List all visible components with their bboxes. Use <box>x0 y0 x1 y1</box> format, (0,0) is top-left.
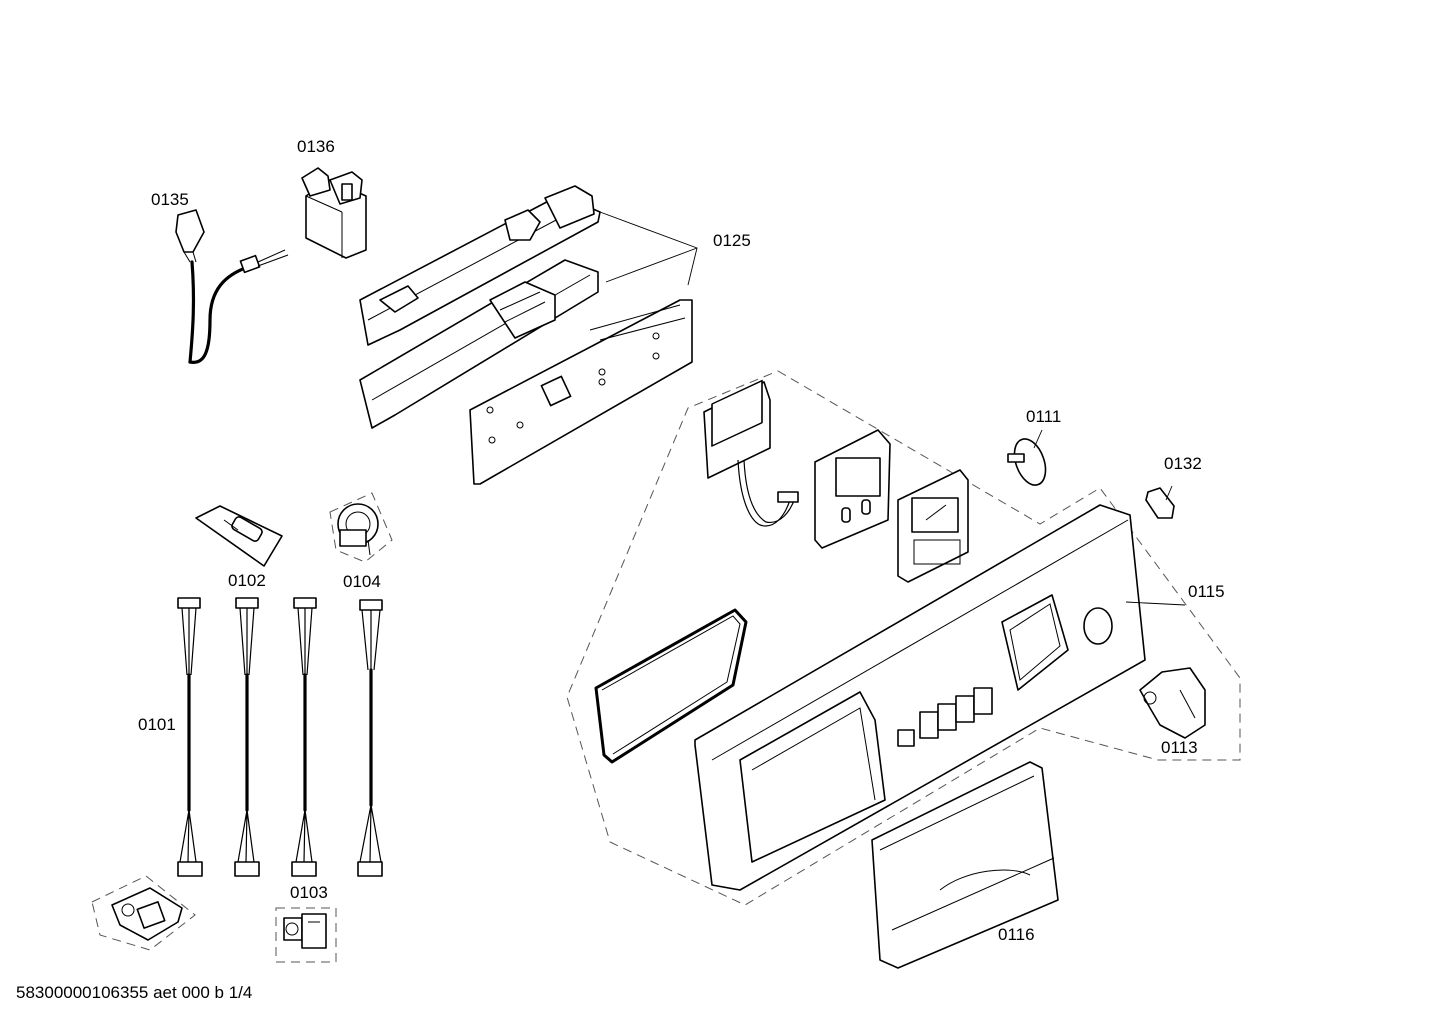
programme-selector-group-outline <box>329 492 393 563</box>
wire-harness-2 <box>234 597 260 877</box>
label-0113: 0113 <box>1161 738 1198 757</box>
module-frame-middle <box>359 259 599 429</box>
label-0136: 0136 <box>297 137 335 156</box>
module-rail-upper <box>359 185 601 346</box>
display-module <box>703 379 799 527</box>
label-0115: 0115 <box>1188 582 1225 601</box>
document-footer-id: 58300000106355 aet 000 b 1/4 <box>16 983 252 1002</box>
knob-0113 <box>1139 667 1206 739</box>
leader-0125 <box>599 211 698 286</box>
label-0104: 0104 <box>343 572 381 591</box>
suppressor-0136 <box>301 167 367 259</box>
label-0101: 0101 <box>138 715 176 734</box>
clip-0132 <box>1145 485 1175 519</box>
fascia-panel-0115 <box>694 504 1186 891</box>
drawer-handle-0116 <box>871 761 1059 969</box>
valve-group-outline <box>275 907 337 963</box>
label-0132: 0132 <box>1164 454 1202 473</box>
label-0135: 0135 <box>151 190 189 209</box>
module-pcb-lower <box>469 299 693 485</box>
label-0111: 0111 <box>1026 407 1061 426</box>
control-panel-group-outline <box>566 370 1241 906</box>
knob-cap-0111 <box>1007 429 1047 486</box>
label-0102: 0102 <box>228 571 266 590</box>
door-lock-part <box>111 887 183 941</box>
label-0103: 0103 <box>290 883 328 902</box>
label-0116: 0116 <box>998 925 1035 944</box>
label-0125: 0125 <box>713 231 751 250</box>
valve-0103 <box>283 913 327 949</box>
gasket <box>594 608 748 764</box>
display-window <box>897 469 969 583</box>
wire-harness-4 <box>357 599 383 877</box>
part-0102 <box>195 505 283 567</box>
wire-harness-1 <box>177 597 203 877</box>
lock-group-outline <box>91 875 196 951</box>
mains-cable-0135 <box>175 209 289 364</box>
display-frame <box>814 429 891 549</box>
wire-harness-3 <box>291 597 317 877</box>
programme-selector-0104 <box>337 503 379 556</box>
